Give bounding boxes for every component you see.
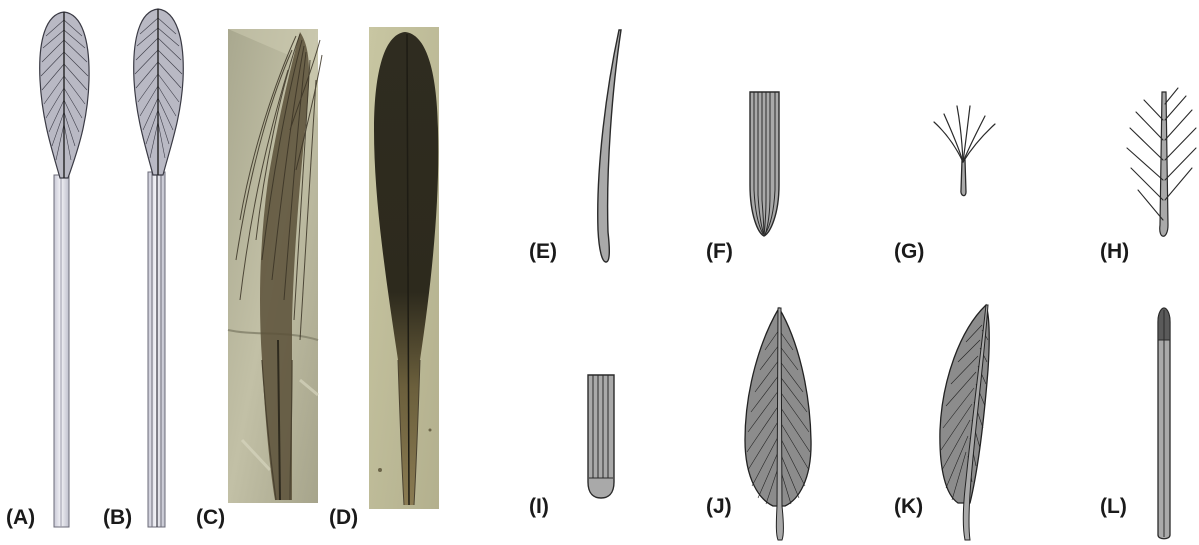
panel-label-k: (K): [894, 495, 923, 518]
panel-label-f: (F): [706, 240, 733, 263]
panel-label-j: (J): [706, 495, 732, 518]
panel-c-fossil-photo: [228, 29, 322, 503]
panel-l-drawing: [1158, 308, 1170, 539]
panel-e-drawing: [598, 30, 621, 262]
panel-j-drawing: [745, 308, 811, 540]
panel-label-c: (C): [196, 506, 225, 529]
panel-i-drawing: [588, 375, 614, 498]
panel-d-fossil-photo: [369, 27, 439, 509]
panel-label-b: (B): [103, 506, 132, 529]
panel-label-l: (L): [1100, 495, 1127, 518]
panel-b-drawing: [134, 9, 184, 527]
panel-h-drawing: [1127, 88, 1196, 236]
panel-label-g: (G): [894, 240, 924, 263]
panel-label-e: (E): [529, 240, 557, 263]
panel-g-drawing: [934, 106, 995, 196]
panel-label-d: (D): [329, 506, 358, 529]
panel-label-h: (H): [1100, 240, 1129, 263]
panel-label-i: (I): [529, 495, 549, 518]
panel-a-drawing: [40, 12, 89, 527]
panel-k-drawing: [940, 305, 989, 540]
panel-f-drawing: [750, 92, 779, 236]
panel-label-a: (A): [6, 506, 35, 529]
